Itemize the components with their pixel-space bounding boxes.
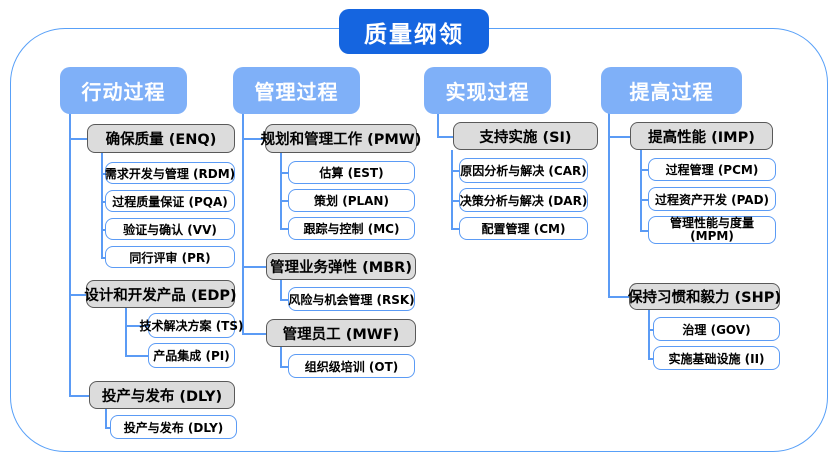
- node-si: 支持实施 (SI): [453, 122, 598, 150]
- node-shp: 保持习惯和毅力 (SHP): [628, 283, 781, 310]
- connector-line: [101, 153, 103, 257]
- connector-line: [242, 113, 244, 333]
- connector-line: [242, 266, 266, 268]
- node-dly-sub: 投产与发布 (DLY): [110, 415, 237, 439]
- node-vv: 验证与确认 (VV): [105, 218, 235, 240]
- node-edp: 设计和开发产品 (EDP): [84, 280, 237, 308]
- column-header-action-process: 行动过程: [60, 67, 187, 114]
- connector-line: [437, 113, 439, 136]
- connector-line: [280, 280, 282, 299]
- column-header-improvement-process: 提高过程: [601, 67, 742, 114]
- node-pqa: 过程质量保证 (PQA): [105, 190, 235, 212]
- connector-line: [242, 333, 266, 335]
- connector-line: [451, 170, 459, 172]
- connector-line: [640, 199, 648, 201]
- connector-line: [101, 257, 105, 259]
- node-gov: 治理 (GOV): [653, 317, 780, 341]
- connector-line: [280, 228, 288, 230]
- connector-line: [69, 294, 86, 296]
- node-car: 原因分析与解决 (CAR): [459, 158, 588, 183]
- connector-line: [125, 325, 148, 327]
- connector-line: [437, 136, 453, 138]
- node-dar: 决策分析与解决 (DAR): [459, 188, 588, 212]
- connector-line: [608, 296, 629, 298]
- column-header-management-process: 管理过程: [233, 67, 360, 114]
- node-mc: 跟踪与控制 (MC): [288, 217, 415, 240]
- node-pi: 产品集成 (PI): [148, 343, 235, 368]
- connector-line: [101, 229, 105, 231]
- node-ii: 实施基础设施 (II): [653, 346, 780, 370]
- node-mwf: 管理员工 (MWF): [266, 319, 416, 347]
- node-rsk: 风险与机会管理 (RSK): [288, 287, 415, 311]
- connector-line: [280, 172, 288, 174]
- connector-line: [640, 150, 642, 230]
- node-pad: 过程资产开发 (PAD): [648, 187, 776, 211]
- connector-line: [69, 138, 87, 140]
- connector-line: [280, 366, 288, 368]
- node-mbr: 管理业务弹性 (MBR): [266, 253, 416, 280]
- node-rdm: 需求开发与管理 (RDM): [105, 162, 235, 184]
- connector-line: [105, 409, 107, 427]
- node-dly: 投产与发布 (DLY): [89, 381, 235, 409]
- connector-line: [280, 299, 288, 301]
- connector-line: [280, 200, 288, 202]
- connector-line: [125, 355, 148, 357]
- connector-line: [125, 308, 127, 356]
- node-imp: 提高性能 (IMP): [630, 122, 773, 150]
- connector-line: [69, 395, 89, 397]
- connector-line: [451, 228, 459, 230]
- node-enq: 确保质量 (ENQ): [87, 124, 235, 153]
- node-mpm: 管理性能与度量 (MPM): [648, 216, 776, 244]
- connector-line: [648, 310, 650, 358]
- node-plan: 策划 (PLAN): [288, 189, 415, 212]
- node-ts: 技术解决方案 (TS): [140, 313, 244, 338]
- connector-line: [101, 173, 105, 175]
- connector-line: [69, 113, 71, 395]
- node-est: 估算 (EST): [288, 161, 415, 184]
- connector-line: [648, 358, 653, 360]
- connector-line: [451, 200, 459, 202]
- connector-line: [648, 329, 653, 331]
- connector-line: [608, 113, 610, 296]
- connector-line: [608, 136, 630, 138]
- connector-line: [280, 153, 282, 229]
- connector-line: [280, 347, 282, 366]
- connector-line: [101, 201, 105, 203]
- connector-line: [451, 150, 453, 229]
- column-header-implementation-process: 实现过程: [424, 67, 551, 114]
- connector-line: [105, 427, 110, 429]
- connector-line: [242, 138, 265, 140]
- node-pmw: 规划和管理工作 (PMW): [261, 124, 421, 153]
- node-ot: 组织级培训 (OT): [288, 354, 415, 378]
- node-pcm: 过程管理 (PCM): [648, 158, 776, 181]
- node-cm: 配置管理 (CM): [459, 217, 588, 240]
- connector-line: [640, 230, 648, 232]
- node-pr: 同行评审 (PR): [105, 246, 235, 268]
- diagram-title: 质量纲领: [339, 9, 489, 54]
- connector-line: [640, 169, 648, 171]
